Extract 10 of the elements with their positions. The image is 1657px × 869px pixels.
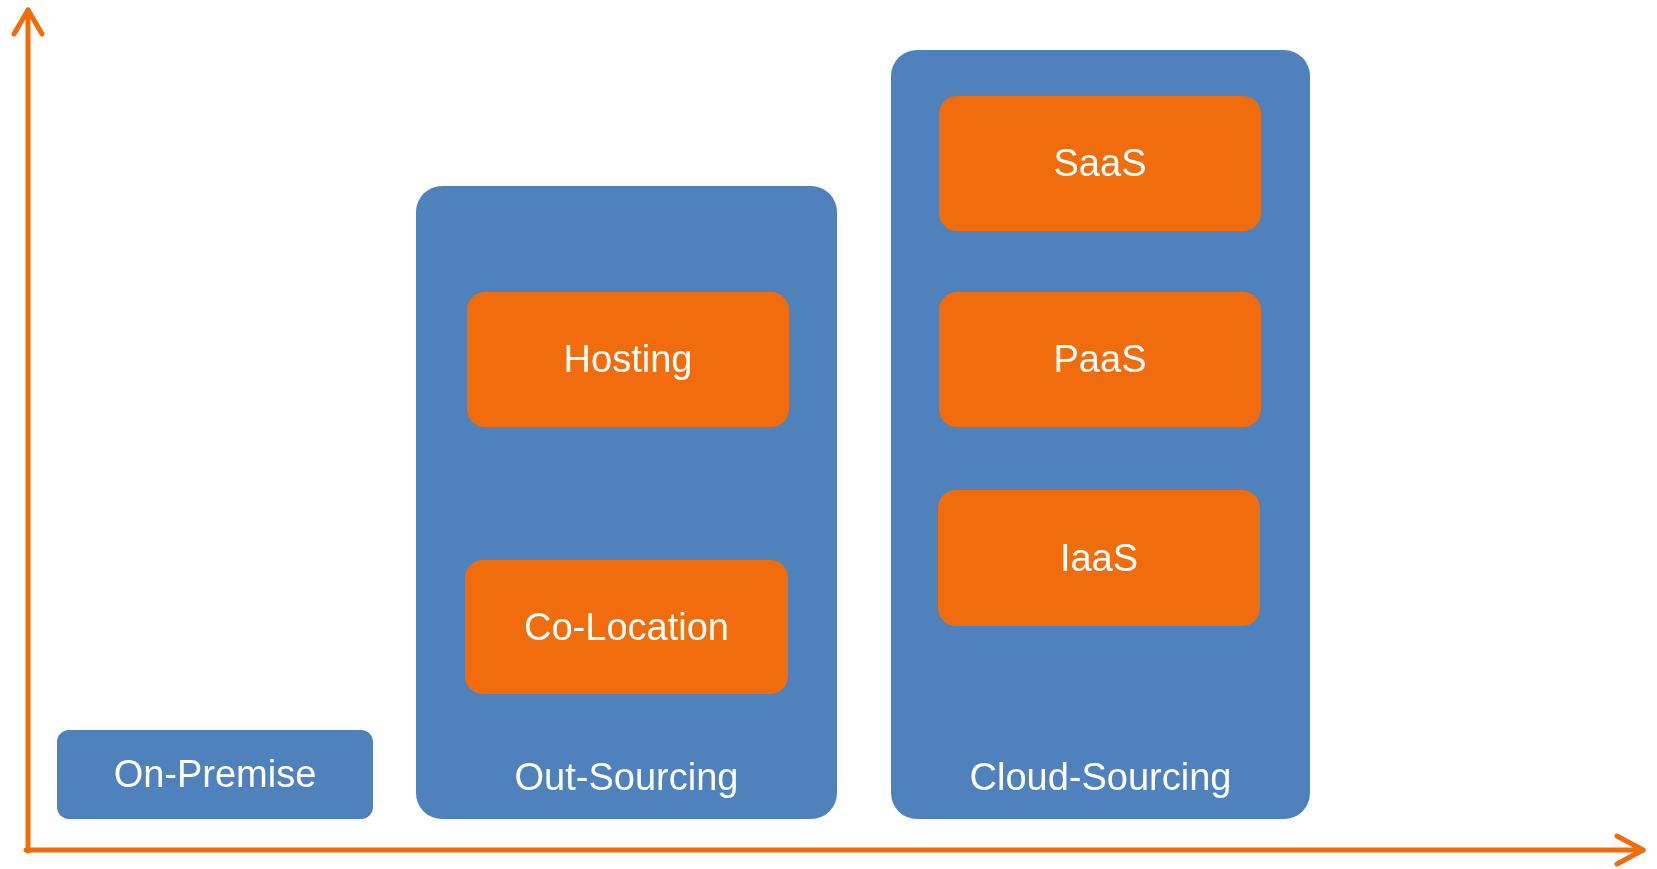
group-label: Cloud-Sourcing (968, 756, 1233, 799)
group-label: Out-Sourcing (513, 756, 740, 799)
service-box: PaaS (939, 292, 1261, 427)
category-box: On-Premise (57, 730, 373, 819)
service-box: IaaS (938, 490, 1260, 626)
service-box: Hosting (467, 292, 789, 427)
service-box: Co-Location (465, 560, 788, 694)
group-panel (416, 186, 837, 819)
group-panel (891, 50, 1310, 819)
service-box: SaaS (939, 96, 1261, 231)
